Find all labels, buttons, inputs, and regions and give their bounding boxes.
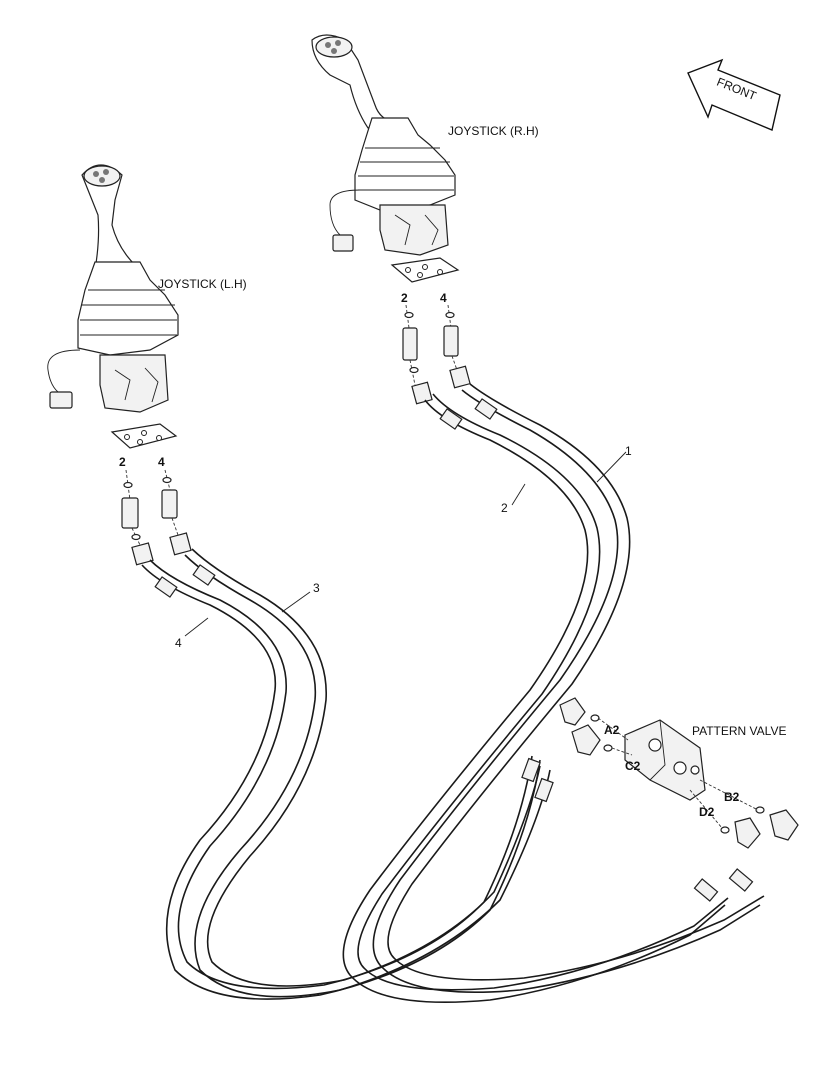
lh-port-4-label: 4 [158, 455, 165, 469]
hose-1 [372, 383, 765, 994]
lh-port-4-stack: 4 [158, 455, 192, 556]
lh-port-2-stack: 2 [119, 455, 154, 566]
valve-port-c2: C2 [625, 759, 641, 773]
valve-elbow-fittings [559, 697, 799, 849]
hose-1-number: 1 [625, 444, 632, 458]
joystick-lh-label: JOYSTICK (L.H) [158, 277, 247, 291]
hose-3 [184, 548, 551, 998]
valve-port-b2: B2 [724, 790, 740, 804]
pattern-valve: PATTERN VALVE [624, 719, 786, 801]
hose-3-number: 3 [313, 581, 320, 595]
hose-ferrules [154, 398, 754, 902]
joystick-rh: JOYSTICK (R.H) [311, 34, 539, 283]
hose-4 [141, 559, 541, 1000]
hose-4-number: 4 [175, 636, 182, 650]
valve-port-a2: A2 [604, 723, 620, 737]
rh-port-2-label: 2 [401, 291, 408, 305]
rh-port-4-stack: 4 [440, 291, 471, 389]
joystick-rh-label: JOYSTICK (R.H) [448, 124, 539, 138]
joystick-lh: JOYSTICK (L.H) [47, 164, 247, 449]
hose-2 [342, 393, 729, 1004]
valve-port-d2: D2 [699, 805, 715, 819]
hose-2-number: 2 [501, 501, 508, 515]
lh-port-2-label: 2 [119, 455, 126, 469]
rh-port-4-label: 4 [440, 291, 447, 305]
rh-port-2-stack: 2 [401, 291, 433, 405]
front-arrow: FRONT [687, 58, 781, 131]
pattern-valve-label: PATTERN VALVE [692, 724, 786, 738]
